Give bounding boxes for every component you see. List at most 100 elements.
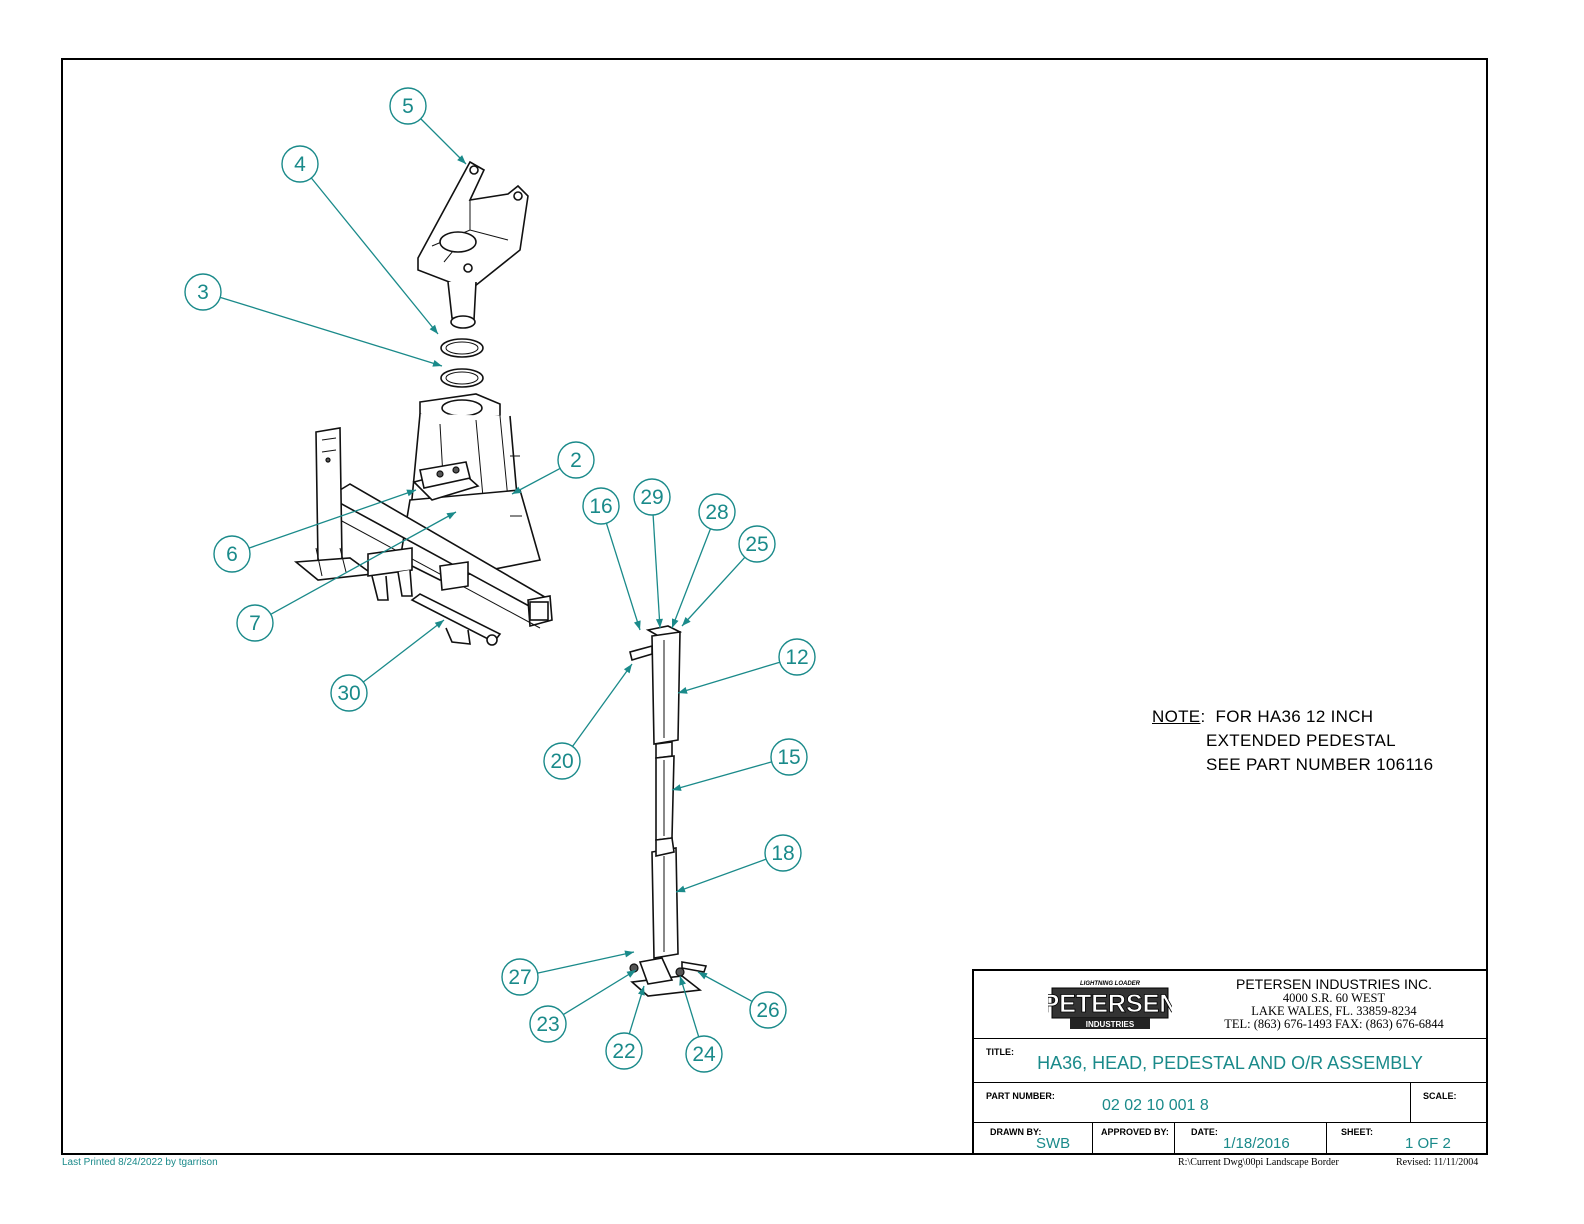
- leader-arrow-15: [672, 784, 682, 791]
- balloon-circle-29: [633, 478, 671, 516]
- balloon-number-23: 23: [536, 1013, 559, 1036]
- revised-date: Revised: 11/11/2004: [1396, 1157, 1479, 1168]
- pedestal-part: [399, 393, 542, 581]
- title-block: LIGHTNING LOADER PETERSEN INDUSTRIES PET…: [972, 969, 1488, 1155]
- bearing-rings: [440, 338, 484, 388]
- balloon-number-20: 20: [550, 750, 573, 773]
- info-row: DRAWN BY: SWB APPROVED BY: DATE: 1/18/20…: [974, 1122, 1486, 1155]
- leg-upper-12: [629, 625, 683, 759]
- leader-arrow-22: [638, 986, 645, 996]
- leader-arrow-5: [457, 155, 466, 164]
- scale-cell: SCALE:: [1410, 1083, 1488, 1122]
- company-address-2: LAKE WALES, FL. 33859-8234: [1251, 1004, 1417, 1018]
- leader-line-4: [310, 177, 439, 335]
- balloon-number-18: 18: [771, 842, 794, 865]
- approved-by-label: APPROVED BY:: [1101, 1127, 1169, 1137]
- leader-line-6: [248, 489, 417, 549]
- leader-line-16: [605, 522, 641, 631]
- title-label: TITLE:: [986, 1047, 1014, 1057]
- balloon-number-5: 5: [402, 95, 414, 118]
- scale-label: SCALE:: [1423, 1091, 1457, 1101]
- balloon-circle-30: [330, 674, 368, 712]
- leader-line-5: [420, 118, 467, 165]
- leader-line-28: [671, 528, 712, 629]
- balloon-item-26: 26: [697, 971, 787, 1029]
- balloon-circle-22: [605, 1032, 643, 1070]
- balloon-number-15: 15: [777, 746, 800, 769]
- leader-arrow-26: [698, 972, 708, 980]
- leader-line-27: [537, 951, 635, 974]
- company-phones: TEL: (863) 676-1493 FAX: (863) 676-6844: [1224, 1017, 1444, 1031]
- balloon-circle-20: [543, 742, 581, 780]
- balloon-item-20: 20: [543, 663, 633, 780]
- balloon-circle-2: [557, 441, 595, 479]
- balloon-number-24: 24: [692, 1043, 716, 1066]
- balloon-number-2: 2: [570, 449, 582, 472]
- leg-lower-18: [651, 837, 679, 959]
- balloon-item-16: 16: [582, 487, 641, 631]
- drawn-by-label: DRAWN BY:: [990, 1127, 1042, 1137]
- note-label: NOTE: [1152, 707, 1201, 726]
- part-number-label: PART NUMBER:: [986, 1091, 1055, 1101]
- drawing-note: NOTE: FOR HA36 12 INCH EXTENDED PEDESTAL…: [1152, 705, 1433, 777]
- balloon-number-6: 6: [226, 543, 238, 566]
- head-part: [417, 160, 529, 329]
- leader-line-3: [220, 296, 443, 367]
- balloon-item-27: 27: [501, 950, 635, 996]
- note-line-2: EXTENDED PEDESTAL: [1206, 731, 1396, 750]
- balloon-circle-25: [738, 525, 776, 563]
- leg-middle-15: [655, 755, 675, 841]
- leader-arrow-24: [679, 976, 686, 986]
- leader-arrow-3: [432, 359, 442, 367]
- leader-arrow-6: [406, 489, 416, 497]
- leader-arrow-2: [512, 486, 522, 494]
- balloon-circle-4: [281, 145, 319, 183]
- logo-top-text: LIGHTNING LOADER: [1080, 981, 1141, 987]
- leader-arrow-29: [655, 618, 663, 628]
- balloon-number-4: 4: [294, 153, 306, 176]
- leader-arrow-7: [446, 512, 456, 520]
- company-address-1: 4000 S.R. 60 WEST: [1282, 991, 1386, 1005]
- sheet-value: 1 OF 2: [1405, 1135, 1451, 1152]
- border-path: R:\Current Dwg\00pi Landscape Border: [1178, 1157, 1339, 1168]
- balloon-item-28: 28: [671, 493, 736, 629]
- leader-line-7: [270, 511, 457, 615]
- balloon-item-22: 22: [605, 985, 645, 1070]
- balloon-circle-7: [236, 604, 274, 642]
- balloon-circle-16: [582, 487, 620, 525]
- balloon-item-18: 18: [675, 834, 802, 893]
- title-row: TITLE: HA36, HEAD, PEDESTAL AND O/R ASSE…: [974, 1038, 1486, 1082]
- balloon-circle-15: [770, 738, 808, 776]
- sheet-cell: SHEET: 1 OF 2: [1326, 1123, 1488, 1155]
- balloon-item-25: 25: [681, 525, 776, 627]
- leader-arrow-27: [624, 950, 634, 958]
- leader-arrow-28: [671, 618, 679, 628]
- cylinder-30: [410, 593, 502, 646]
- drawing-border: [61, 58, 1488, 1155]
- balloon-number-12: 12: [785, 646, 808, 669]
- leader-line-29: [652, 514, 661, 629]
- balloon-circle-6: [213, 535, 251, 573]
- balloon-number-29: 29: [640, 486, 663, 509]
- balloon-number-22: 22: [612, 1040, 635, 1063]
- leader-arrow-25: [682, 616, 691, 626]
- logo-sub-text: INDUSTRIES: [1086, 1020, 1135, 1029]
- balloon-number-26: 26: [756, 999, 779, 1022]
- balloon-circle-3: [184, 273, 222, 311]
- note-line-1: : FOR HA36 12 INCH: [1200, 707, 1374, 726]
- leader-line-26: [697, 971, 753, 1002]
- balloon-item-5: 5: [389, 87, 467, 165]
- sheet-label: SHEET:: [1341, 1127, 1374, 1137]
- drawn-by-value: SWB: [1036, 1135, 1071, 1152]
- date-value: 1/18/2016: [1223, 1135, 1290, 1152]
- leader-line-30: [362, 619, 445, 683]
- balloon-item-2: 2: [511, 441, 595, 495]
- leader-arrow-18: [676, 885, 686, 893]
- balloon-circle-27: [501, 958, 539, 996]
- balloon-item-15: 15: [671, 738, 808, 791]
- logo-main-text: PETERSEN: [1048, 990, 1172, 1018]
- balloon-circle-12: [778, 638, 816, 676]
- leader-arrow-30: [434, 620, 444, 629]
